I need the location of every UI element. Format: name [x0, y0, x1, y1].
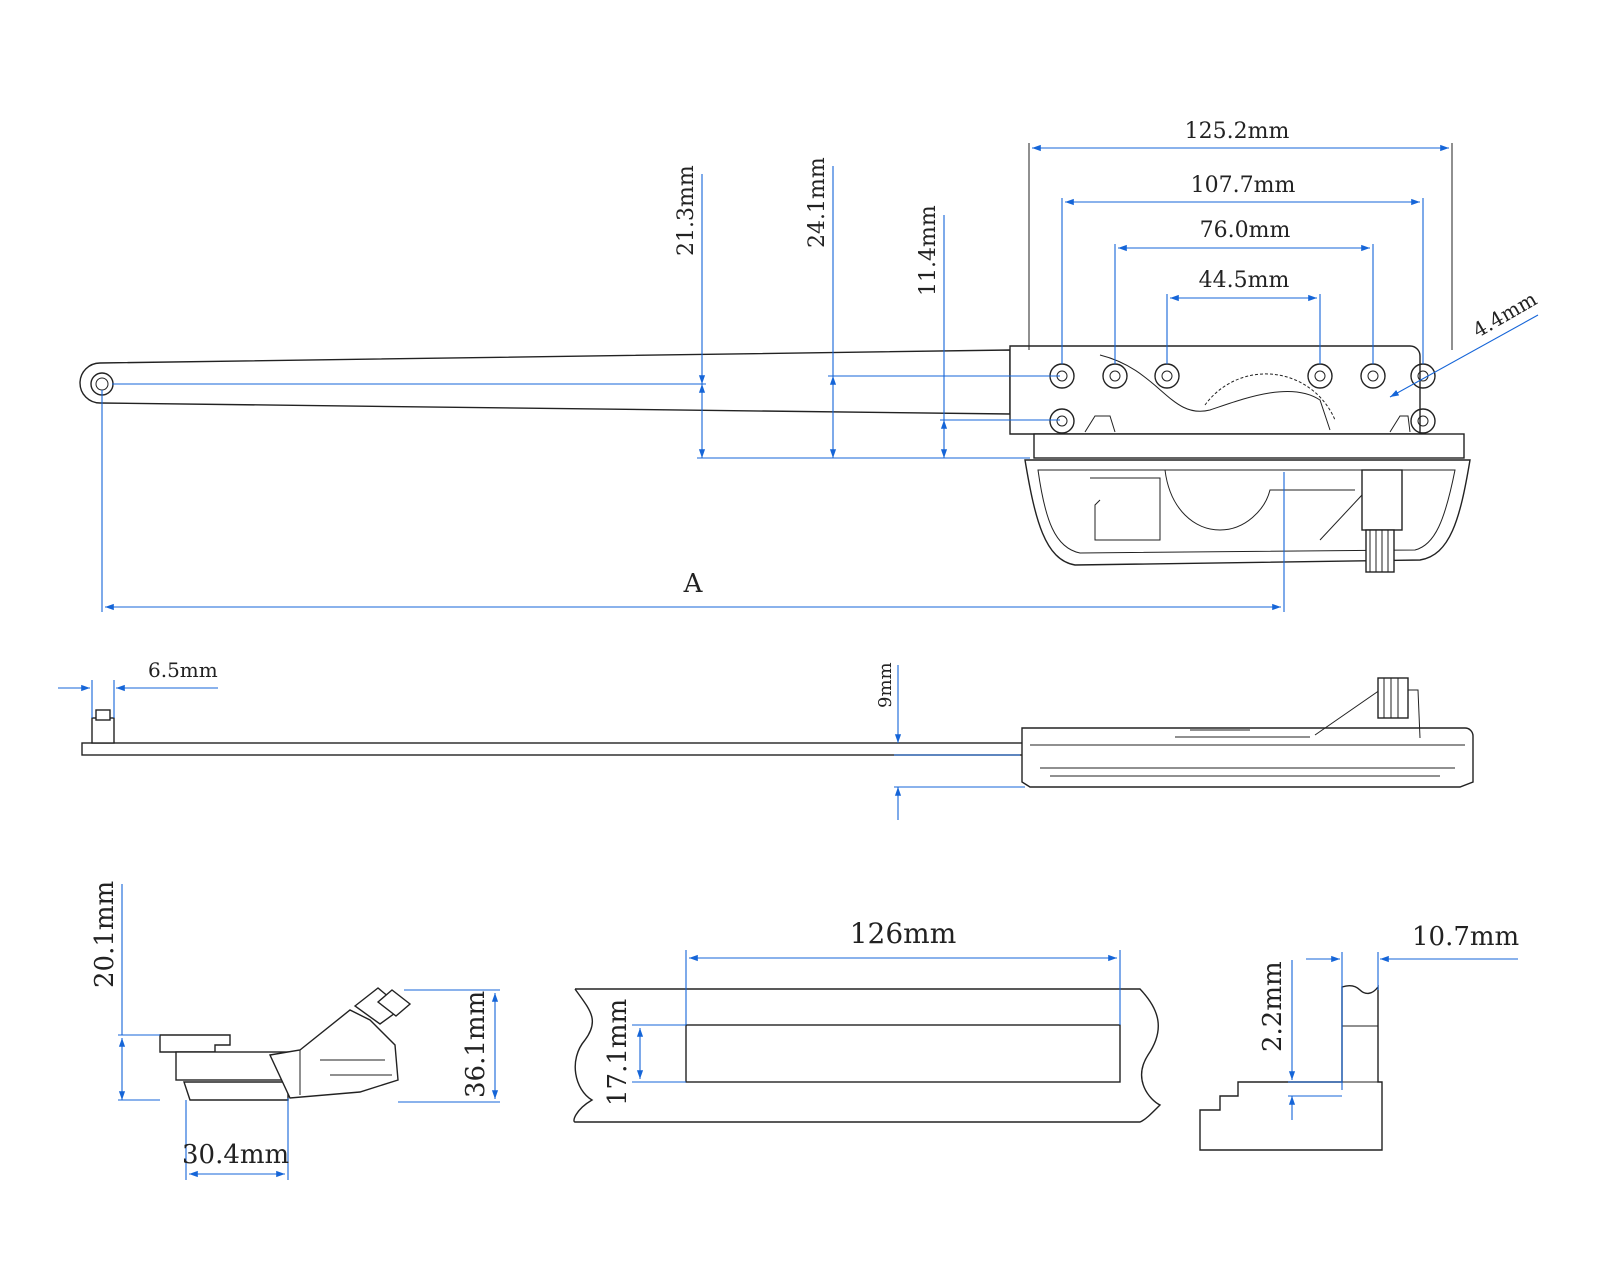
- gear-housing: [1009, 345, 1471, 573]
- end-crank-knob: [353, 987, 412, 1025]
- dim-125-label: 125.2mm: [1185, 119, 1290, 144]
- dim-11: 11.4mm: [697, 205, 1060, 459]
- dim-20-label: 20.1mm: [90, 881, 120, 988]
- dim-9-label: 9mm: [875, 662, 896, 708]
- dim-6-5: 6.5mm: [58, 658, 218, 718]
- cutout-view: 126mm 17.1mm: [573, 917, 1162, 1123]
- dim-a-label: A: [683, 569, 704, 599]
- dim-2-2-label: 2.2mm: [1258, 961, 1288, 1052]
- dim-11-label: 11.4mm: [916, 205, 941, 296]
- dim-17: 17.1mm: [603, 999, 686, 1106]
- dim-36-label: 36.1mm: [461, 991, 491, 1098]
- dim-107-label: 107.7mm: [1191, 173, 1296, 198]
- side-crank-knob: [1314, 677, 1421, 739]
- dim-36: 36.1mm: [398, 989, 500, 1103]
- dim-17-label: 17.1mm: [603, 999, 633, 1106]
- dim-a: A: [101, 390, 1285, 612]
- dim-126: 126mm: [685, 917, 1121, 1025]
- dim-10-7-label: 10.7mm: [1412, 922, 1519, 952]
- dim-21-label: 21.3mm: [674, 165, 699, 256]
- mounting-holes: [1049, 363, 1436, 434]
- dim-30: 30.4mm: [182, 1098, 289, 1180]
- crank-knob: [1361, 469, 1403, 573]
- dim-2-2: 2.2mm: [1258, 960, 1342, 1120]
- side-view: 6.5mm 9mm: [58, 658, 1474, 820]
- dim-6-5-label: 6.5mm: [148, 658, 218, 682]
- top-view: 125.2mm 107.7mm 76.0mm 44.5mm 4.4mm: [79, 119, 1541, 612]
- dim-9: 9mm: [875, 662, 1025, 820]
- dim-44-label: 44.5mm: [1199, 268, 1290, 293]
- dim-125: 125.2mm: [1028, 119, 1453, 350]
- profile-view: 10.7mm 2.2mm: [1199, 922, 1519, 1151]
- dim-107: 107.7mm: [1061, 173, 1424, 364]
- dim-21: 21.3mm: [112, 165, 706, 458]
- dim-76: 76.0mm: [1114, 218, 1374, 364]
- dim-44: 44.5mm: [1166, 268, 1321, 364]
- dim-10-7: 10.7mm: [1306, 922, 1519, 1090]
- dim-30-label: 30.4mm: [182, 1140, 289, 1170]
- dim-20: 20.1mm: [90, 881, 160, 1101]
- end-view: 20.1mm 36.1mm 30.4mm: [90, 881, 500, 1180]
- dim-126-label: 126mm: [850, 917, 957, 950]
- operator-arm: [79, 349, 1011, 415]
- dim-24: 24.1mm: [805, 157, 1060, 458]
- dim-24-label: 24.1mm: [805, 157, 830, 248]
- dim-76-label: 76.0mm: [1200, 218, 1291, 243]
